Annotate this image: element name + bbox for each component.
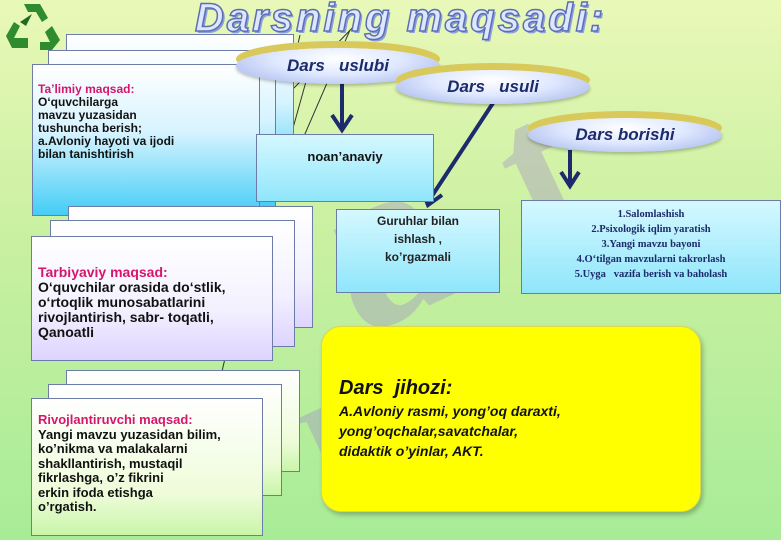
- step-item: 5.Uyga vazifa berish va baholash: [574, 269, 728, 280]
- ellipse-dars-borishi: Dars borishi: [528, 118, 722, 152]
- step-item: 4.O‘tilgan mavzularni takrorlash: [576, 254, 726, 265]
- equipment-text: A.Avloniy rasmi, yong’oq daraxti, yong’o…: [339, 403, 561, 459]
- equipment-box: Dars jihozi: A.Avloniy rasmi, yong’oq da…: [321, 326, 701, 512]
- goal-heading: Ta’limiy maqsad:: [38, 82, 135, 96]
- goal-card-rivojlantiruvchi: Rivojlantiruvchi maqsad: Yangi mavzu yuz…: [31, 398, 263, 536]
- arrow-uslubi: [330, 82, 354, 134]
- recycle-icon: [6, 4, 60, 50]
- goal-text: O‘quvchilar orasida do‘stlik, o‘rtoqlik …: [38, 279, 226, 340]
- ellipse-label: Dars usuli: [447, 77, 539, 96]
- step-item: 2.Psixologik iqlim yaratish: [591, 224, 711, 235]
- method-box-noananaviy: noan’anaviy: [256, 134, 434, 202]
- page-title: Darsning maqsadi:: [194, 0, 607, 41]
- goal-heading: Tarbiyaviy maqsad:: [38, 264, 168, 280]
- ellipse-dars-uslubi: Dars uslubi: [236, 48, 440, 84]
- goal-card-talimiy: Ta’limiy maqsad: O‘quvchilarga mavzu yuz…: [32, 64, 260, 216]
- goal-text: Yangi mavzu yuzasidan bilim, ko’nikma va…: [38, 426, 221, 514]
- lesson-steps-box: 1.Salomlashish 2.Psixologik iqlim yarati…: [521, 200, 781, 294]
- ellipse-label: Dars uslubi: [286, 56, 390, 75]
- arrow-borishi: [559, 150, 581, 190]
- step-item: 1.Salomlashish: [617, 209, 685, 220]
- goal-card-tarbiyaviy: Tarbiyaviy maqsad: O‘quvchilar orasida d…: [31, 236, 273, 361]
- ellipse-label: Dars borishi: [575, 125, 675, 144]
- equipment-heading: Dars jihozi:: [339, 377, 453, 399]
- method-label: Guruhlar bilan ishlash , ko’rgazmali: [376, 214, 459, 264]
- ellipse-dars-usuli: Dars usuli: [396, 70, 590, 104]
- step-item: 3.Yangi mavzu bayoni: [601, 239, 701, 250]
- method-label: noan’anaviy: [307, 149, 383, 164]
- goal-heading: Rivojlantiruvchi maqsad:: [38, 412, 193, 427]
- goal-text: O‘quvchilarga mavzu yuzasidan tushuncha …: [38, 95, 175, 161]
- method-box-guruhlar: Guruhlar bilan ishlash , ko’rgazmali: [336, 209, 500, 293]
